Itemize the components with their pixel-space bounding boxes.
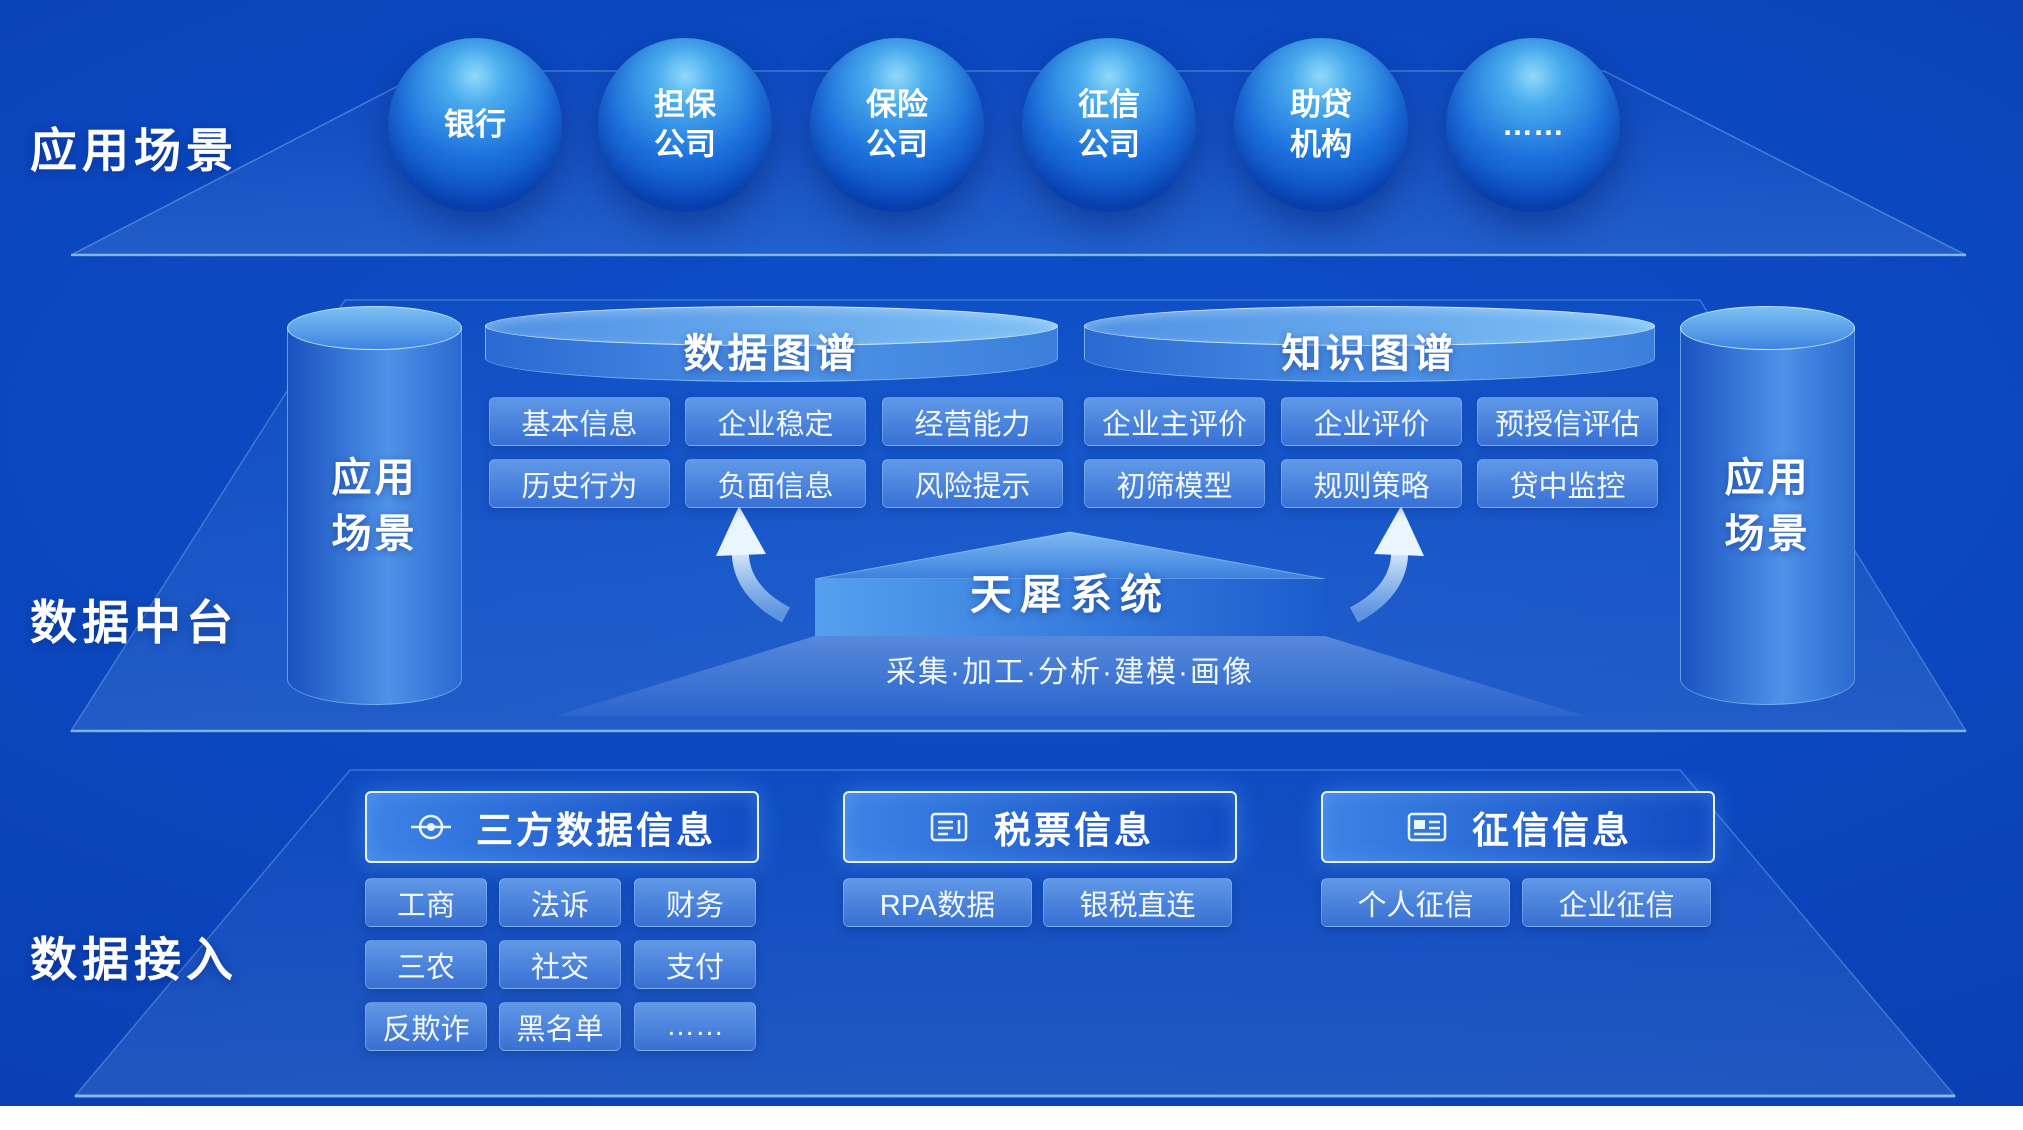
system-subtitle: 采集·加工·分析·建模·画像 — [886, 656, 1254, 689]
data-graph-item: 风险提示 — [882, 459, 1063, 508]
left-cylinder-label: 应用 场景 — [331, 455, 418, 556]
arrow-left-head — [716, 506, 766, 556]
tax-invoice-header: 税票信息 — [843, 791, 1237, 863]
cylinder-top — [1680, 306, 1855, 350]
tax-invoice-item: 银税直连 — [1043, 878, 1232, 927]
data-graph-item: 企业稳定 — [685, 397, 866, 446]
arrow-right-head — [1374, 506, 1424, 556]
tax-invoice-title: 税票信息 — [994, 810, 1154, 851]
data-graph-item: 基本信息 — [489, 397, 670, 446]
knowledge-graph-title: 知识图谱 — [1281, 332, 1458, 376]
third-party-item: 社交 — [499, 940, 621, 989]
credit-info-header: 征信信息 — [1321, 791, 1715, 863]
data-graph-item: 经营能力 — [882, 397, 1063, 446]
knowledge-graph-disc: 知识图谱 — [1084, 306, 1655, 382]
data-graph-title: 数据图谱 — [683, 332, 860, 376]
tax-invoice-item: RPA数据 — [843, 878, 1032, 927]
system-light-beam — [555, 636, 1585, 716]
knowledge-graph-item: 初筛模型 — [1084, 459, 1265, 508]
section-label-application-scenarios: 应用场景 — [30, 124, 238, 177]
data-graph-item: 负面信息 — [685, 459, 866, 508]
third-party-data-header: 三方数据信息 — [365, 791, 759, 863]
system-banner-face — [815, 579, 1325, 636]
sphere-credit-company: 征信 公司 — [1022, 38, 1196, 212]
data-graph-disc: 数据图谱 — [485, 306, 1058, 382]
top-platform — [70, 70, 1967, 256]
sphere-loan-agency: 助贷 机构 — [1234, 38, 1408, 212]
third-party-item: 法诉 — [499, 878, 621, 927]
third-party-item: …… — [634, 1002, 756, 1051]
knowledge-graph-item: 预授信评估 — [1477, 397, 1658, 446]
cylinder-body — [1680, 328, 1855, 705]
id-card-icon — [1407, 812, 1447, 842]
disc-top — [485, 306, 1058, 346]
section-label-data-middle-platform: 数据中台 — [30, 596, 238, 649]
knowledge-graph-item: 贷中监控 — [1477, 459, 1658, 508]
credit-info-item: 个人征信 — [1321, 878, 1510, 927]
third-party-item: 支付 — [634, 940, 756, 989]
system-title: 天犀系统 — [969, 570, 1170, 618]
sphere-bank: 银行 — [388, 38, 562, 212]
target-icon — [411, 814, 451, 840]
credit-info-title: 征信信息 — [1472, 810, 1632, 851]
sphere-insurance-company: 保险 公司 — [810, 38, 984, 212]
bottom-white-margin — [0, 1106, 2023, 1130]
disc-top — [1084, 306, 1655, 346]
left-application-cylinder: 应用 场景 — [287, 306, 462, 705]
invoice-icon — [930, 812, 968, 842]
knowledge-graph-item: 企业主评价 — [1084, 397, 1265, 446]
third-party-item: 三农 — [365, 940, 487, 989]
credit-info-item: 企业征信 — [1522, 878, 1711, 927]
data-graph-item: 历史行为 — [489, 459, 670, 508]
knowledge-graph-item: 企业评价 — [1281, 397, 1462, 446]
third-party-data-title: 三方数据信息 — [476, 810, 716, 851]
third-party-item: 财务 — [634, 878, 756, 927]
sphere-guarantee-company: 担保 公司 — [598, 38, 772, 212]
right-cylinder-label: 应用 场景 — [1724, 455, 1811, 556]
knowledge-graph-item: 规则策略 — [1281, 459, 1462, 508]
third-party-item: 黑名单 — [499, 1002, 621, 1051]
section-label-data-access: 数据接入 — [30, 933, 238, 986]
right-application-cylinder: 应用 场景 — [1680, 306, 1855, 705]
third-party-item: 反欺诈 — [365, 1002, 487, 1051]
cylinder-top — [287, 306, 462, 350]
third-party-item: 工商 — [365, 878, 487, 927]
cylinder-body — [287, 328, 462, 705]
sphere-ellipsis: …… — [1446, 38, 1620, 212]
